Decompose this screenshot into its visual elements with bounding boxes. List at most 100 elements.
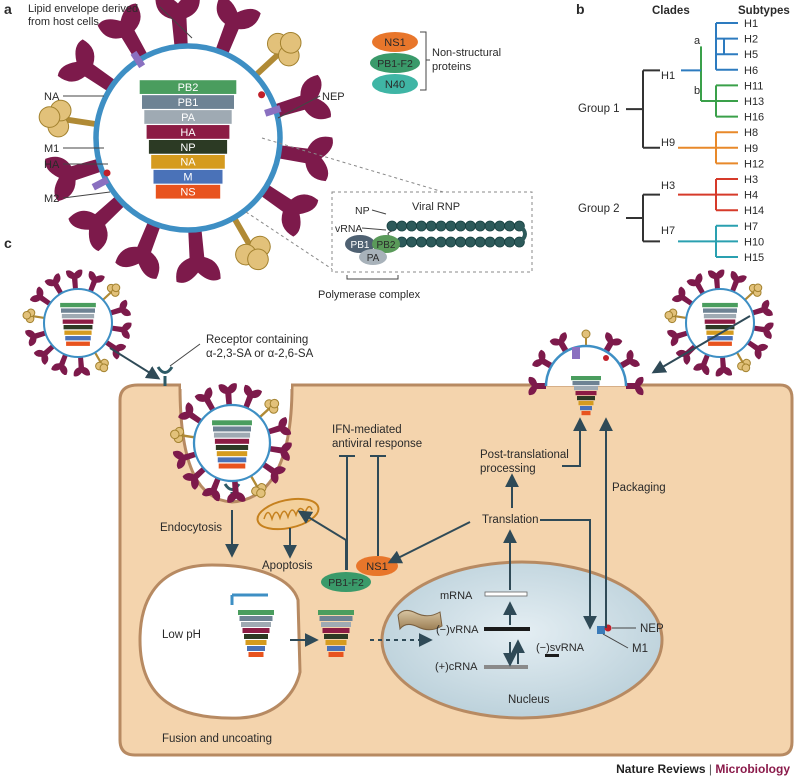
ifn-label-line2: antiviral response xyxy=(332,438,422,450)
mrna-label: mRNA xyxy=(440,590,473,602)
segment-na xyxy=(151,154,225,169)
m1-label: M1 xyxy=(44,143,59,155)
na-spike xyxy=(744,283,763,301)
segment-np xyxy=(215,445,249,450)
ha-spike-shape xyxy=(277,136,333,182)
ha-spike xyxy=(686,273,706,295)
pb1f2-cell-label: PB1-F2 xyxy=(328,577,364,589)
ha-spike xyxy=(194,387,216,412)
ha-spike xyxy=(751,299,773,317)
np-bead xyxy=(474,220,486,232)
na-spike xyxy=(249,475,267,498)
budding-spike xyxy=(603,332,623,353)
ha-spike xyxy=(104,340,127,360)
subtype-label-h13: H13 xyxy=(744,96,764,108)
na-head xyxy=(256,488,266,498)
arrow-translation-ns1 xyxy=(387,521,471,564)
envelope-label-line2: from host cells xyxy=(28,16,99,28)
subtype-label-h8: H8 xyxy=(744,127,758,139)
np-bead xyxy=(425,220,437,232)
na-spike xyxy=(259,398,280,419)
na-spike-stalk xyxy=(736,351,745,365)
na-spike-stalk xyxy=(253,49,284,78)
na-head xyxy=(664,310,674,320)
ha-spike xyxy=(671,286,694,306)
endosome-rnp-segment-m xyxy=(247,646,265,651)
ha-spike xyxy=(269,442,292,461)
endosome-rnp-segment-pb1 xyxy=(239,616,273,621)
np-bead xyxy=(425,236,437,248)
na-spike-stalk xyxy=(31,314,45,319)
subtype-label-h6: H6 xyxy=(744,65,758,77)
segment-label-na: NA xyxy=(180,157,196,169)
nuclear-pore xyxy=(397,609,443,631)
ha-spike-shape xyxy=(261,462,286,484)
np-bead xyxy=(415,236,427,248)
panel-label-c: c xyxy=(4,235,12,251)
nep-dot xyxy=(603,355,609,361)
panel-label-b: b xyxy=(576,1,585,17)
ha-spike xyxy=(730,270,747,293)
cytoplasm-rnp-segment-pa xyxy=(321,622,351,627)
np-leader xyxy=(371,209,387,215)
apoptosis-label: Apoptosis xyxy=(262,560,313,572)
segment-ha xyxy=(62,319,94,324)
low-ph-label: Low pH xyxy=(162,629,201,641)
receptor-label-line2: α-2,3-SA or α-2,6-SA xyxy=(206,348,314,360)
arrow-translation-nucleus xyxy=(540,519,597,630)
segment-na xyxy=(64,330,92,335)
budding-segment-na xyxy=(578,401,594,406)
subtype-label-h15: H15 xyxy=(744,252,764,264)
na-spike-stalk xyxy=(231,216,255,250)
ns1-cell-label: NS1 xyxy=(366,561,387,573)
ha-spike-shape xyxy=(267,416,292,436)
segment-pb1 xyxy=(213,426,251,432)
nonstructural-caption-line1: Non-structural xyxy=(432,47,501,59)
segment-ha xyxy=(704,319,736,324)
nep-dot xyxy=(258,91,266,99)
na-head xyxy=(111,283,121,293)
rnp-title: Viral RNP xyxy=(412,201,460,213)
node-h1: H1 xyxy=(661,70,675,82)
na-head xyxy=(269,398,280,409)
segment-label-pb2: PB2 xyxy=(178,82,199,94)
segment-label-pa: PA xyxy=(181,112,196,124)
ha-spike-shape xyxy=(115,221,161,279)
ha-spike-shape xyxy=(68,195,126,252)
ha-spike-shape xyxy=(51,353,68,376)
ha-spike xyxy=(25,329,47,347)
ha-spike-shape xyxy=(671,286,694,306)
na-spike-stalk xyxy=(179,433,195,439)
nonstructural-legend: NS1 PB1-F2 N40 Non-structural proteins xyxy=(370,31,501,94)
np-bead xyxy=(474,236,486,248)
segment-label-ha: HA xyxy=(180,127,196,139)
ha-spike-shape xyxy=(194,387,216,412)
segment-label-m: M xyxy=(183,172,192,184)
ha-spike-shape xyxy=(65,269,83,290)
ha-spike-shape xyxy=(746,340,769,360)
na-head xyxy=(741,363,751,373)
vrna-leader xyxy=(361,227,387,231)
rnp-bead-chain xyxy=(386,220,527,248)
np-bead xyxy=(435,220,447,232)
segment-pa xyxy=(703,313,737,319)
ha-spike xyxy=(44,273,64,295)
np-bead xyxy=(484,236,496,248)
subtype-label-h4: H4 xyxy=(744,190,758,202)
ha-spike xyxy=(218,383,237,406)
endosome-rnp xyxy=(238,610,274,657)
pa-label: PA xyxy=(367,253,380,264)
ha-spike-shape xyxy=(111,322,132,339)
np-bead xyxy=(445,236,457,248)
segment-m xyxy=(65,336,91,341)
arrow-to-receptor xyxy=(109,347,161,380)
ha-spike xyxy=(155,0,200,47)
incoming-virion xyxy=(22,269,132,377)
journal-credit: Nature Reviews | Microbiology xyxy=(616,762,790,776)
node-a: a xyxy=(694,35,701,47)
pb2-label: PB2 xyxy=(377,240,396,251)
na-spike xyxy=(102,283,121,301)
segment-pb1 xyxy=(61,308,95,313)
